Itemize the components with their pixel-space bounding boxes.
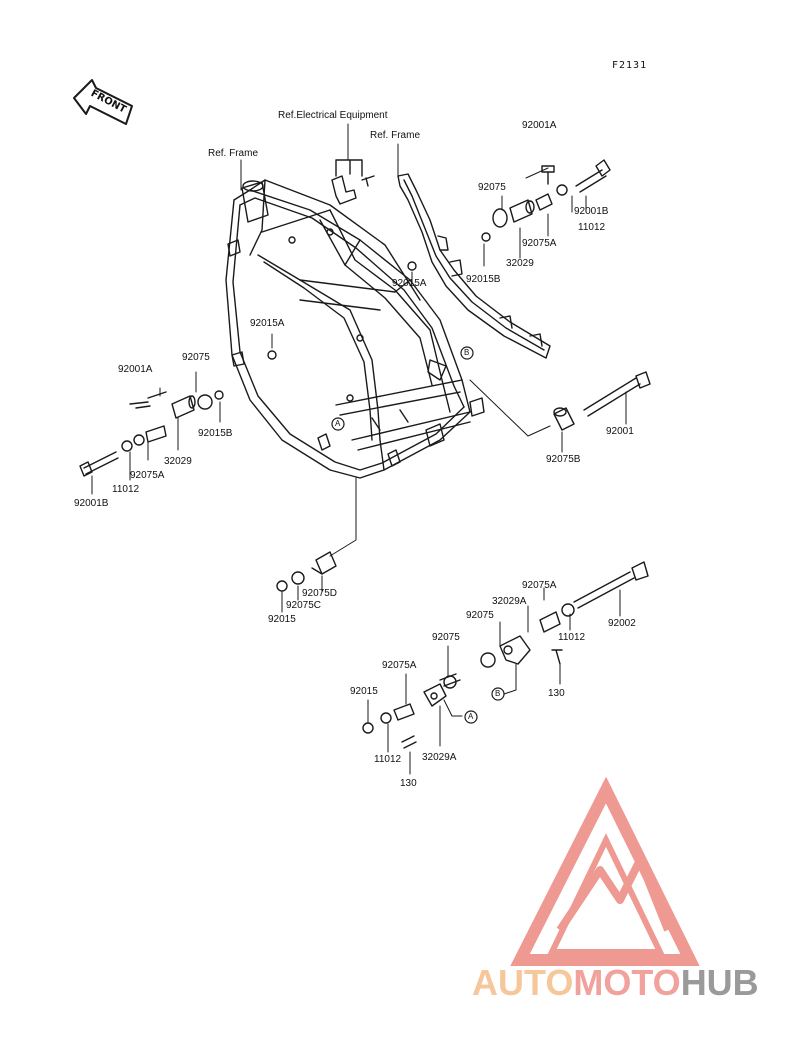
- watermark-part-moto: MOTO: [573, 962, 681, 1003]
- upper-right-mount-drawing: [407, 159, 611, 271]
- lower-center-drawing: [276, 551, 337, 592]
- part-label: 92075: [182, 352, 210, 363]
- part-label: 11012: [112, 484, 140, 495]
- ref-frame-right-label: Ref. Frame: [370, 130, 421, 141]
- part-label: 92015: [268, 614, 296, 625]
- part-label: 92001A: [118, 364, 153, 375]
- lower-right-mount-drawing: [362, 561, 649, 749]
- part-label: 92001A: [522, 120, 557, 131]
- figure-code: F2131: [612, 60, 648, 71]
- part-label: 130: [400, 778, 417, 789]
- electrical-bracket-drawing: [331, 159, 375, 205]
- left-mount-drawing: [79, 350, 277, 477]
- marker-b: B: [495, 689, 501, 698]
- part-label: 92015A: [392, 278, 427, 289]
- part-label: 92075A: [522, 238, 557, 249]
- part-label: 92075: [478, 182, 506, 193]
- part-label: 92075A: [522, 580, 557, 591]
- ref-electrical-label: Ref.Electrical Equipment: [278, 110, 388, 121]
- long-bolt-drawing: [553, 371, 651, 431]
- marker-a: A: [468, 712, 474, 721]
- marker-b: B: [464, 348, 470, 357]
- part-label: 92075D: [302, 588, 338, 599]
- part-label: 92075C: [286, 600, 322, 611]
- marker-a: A: [335, 419, 341, 428]
- watermark-text: AUTOMOTOHUB: [472, 962, 759, 1004]
- part-label: 92075A: [130, 470, 165, 481]
- part-label: 92015A: [250, 318, 285, 329]
- watermark-part-auto: AUTO: [472, 962, 574, 1003]
- watermark-logo: [510, 776, 700, 966]
- part-label: 92015B: [198, 428, 233, 439]
- main-frame-drawing: [225, 179, 485, 479]
- part-label: 130: [548, 688, 565, 699]
- reference-markers: [331, 346, 505, 724]
- ref-frame-left-label: Ref. Frame: [208, 148, 259, 159]
- part-label: 92075: [466, 610, 494, 621]
- front-arrow-icon: [73, 79, 133, 125]
- part-label: 92002: [608, 618, 636, 629]
- side-frame-rail-drawing: [397, 173, 551, 359]
- part-label: 92015B: [466, 274, 501, 285]
- part-label: 32029A: [422, 752, 457, 763]
- part-label: 32029: [164, 456, 192, 467]
- part-label: 92001B: [74, 498, 109, 509]
- part-label: 32029: [506, 258, 534, 269]
- watermark-part-hub: HUB: [680, 962, 759, 1003]
- part-label: 92075: [432, 632, 460, 643]
- part-label: 92075A: [382, 660, 417, 671]
- part-label: 92075B: [546, 454, 581, 465]
- part-label: 92015: [350, 686, 378, 697]
- part-label: 11012: [374, 754, 402, 765]
- part-label: 32029A: [492, 596, 527, 607]
- part-label: 92001: [606, 426, 634, 437]
- part-label: 11012: [558, 632, 586, 643]
- part-label: 92001B: [574, 206, 609, 217]
- part-label: 11012: [578, 222, 606, 233]
